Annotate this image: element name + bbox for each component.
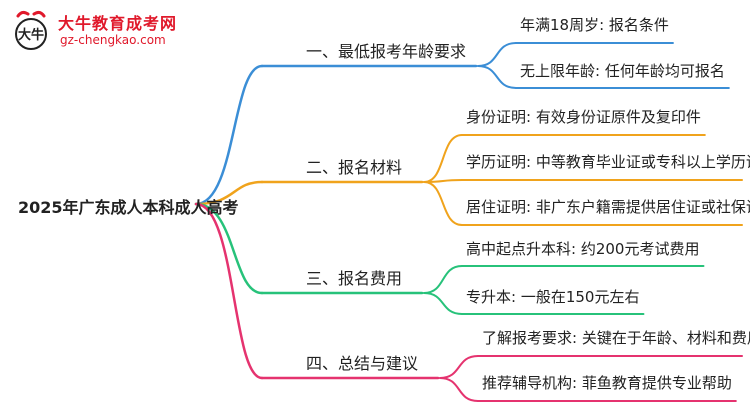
connector-root-branch-4 <box>194 202 264 380</box>
connector-branch-3-leaf-1 <box>423 265 463 294</box>
branch-age-requirement: 一、最低报考年龄要求 <box>306 42 467 61</box>
connector-branch-1-leaf-1 <box>477 42 517 67</box>
leaf-summary-requirements: 了解报考要求: 关键在于年龄、材料和费用 <box>482 329 750 347</box>
connector-branch-2-leaf-1 <box>423 134 463 183</box>
branch-materials: 二、报名材料 <box>306 158 403 177</box>
connector-branch-4-leaf-1 <box>439 355 479 379</box>
leaf-residence-proof: 居住证明: 非广东户籍需提供居住证或社保证明 <box>466 198 750 216</box>
connector-branch-1-leaf-2 <box>477 65 517 89</box>
connector-root-branch-1 <box>194 64 264 206</box>
branch-fees: 三、报名费用 <box>306 269 403 288</box>
leaf-summary-tutoring: 推荐辅导机构: 菲鱼教育提供专业帮助 <box>482 374 732 392</box>
logo-mark-text: 大牛 <box>18 27 44 43</box>
connector-root-branch-2 <box>194 180 264 206</box>
connector-branch-4-leaf-2 <box>439 377 479 402</box>
logo-site-name: 大牛教育成考网 <box>58 14 178 33</box>
root-topic: 2025年广东成人本科成人高考 <box>18 198 239 217</box>
leaf-education-proof: 学历证明: 中等教育毕业证或专科以上学历证书 <box>466 153 750 171</box>
leaf-age-min: 年满18周岁: 报名条件 <box>520 16 669 34</box>
leaf-fee-upgrade: 专升本: 一般在150元左右 <box>466 288 640 306</box>
leaf-age-max: 无上限年龄: 任何年龄均可报名 <box>520 62 725 80</box>
bull-logo-icon: 大牛 <box>15 10 47 50</box>
branch-summary: 四、总结与建议 <box>306 354 419 373</box>
logo-site-url: gz-chengkao.com <box>60 33 166 47</box>
connector-branch-3-leaf-2 <box>423 292 463 315</box>
site-logo[interactable]: 大牛 大牛教育成考网 gz-chengkao.com <box>8 6 238 58</box>
connector-branch-2-leaf-3 <box>423 181 463 226</box>
connector-root-branch-3 <box>194 202 264 295</box>
leaf-fee-highschool: 高中起点升本科: 约200元考试费用 <box>466 240 700 258</box>
leaf-id-proof: 身份证明: 有效身份证原件及复印件 <box>466 108 701 126</box>
